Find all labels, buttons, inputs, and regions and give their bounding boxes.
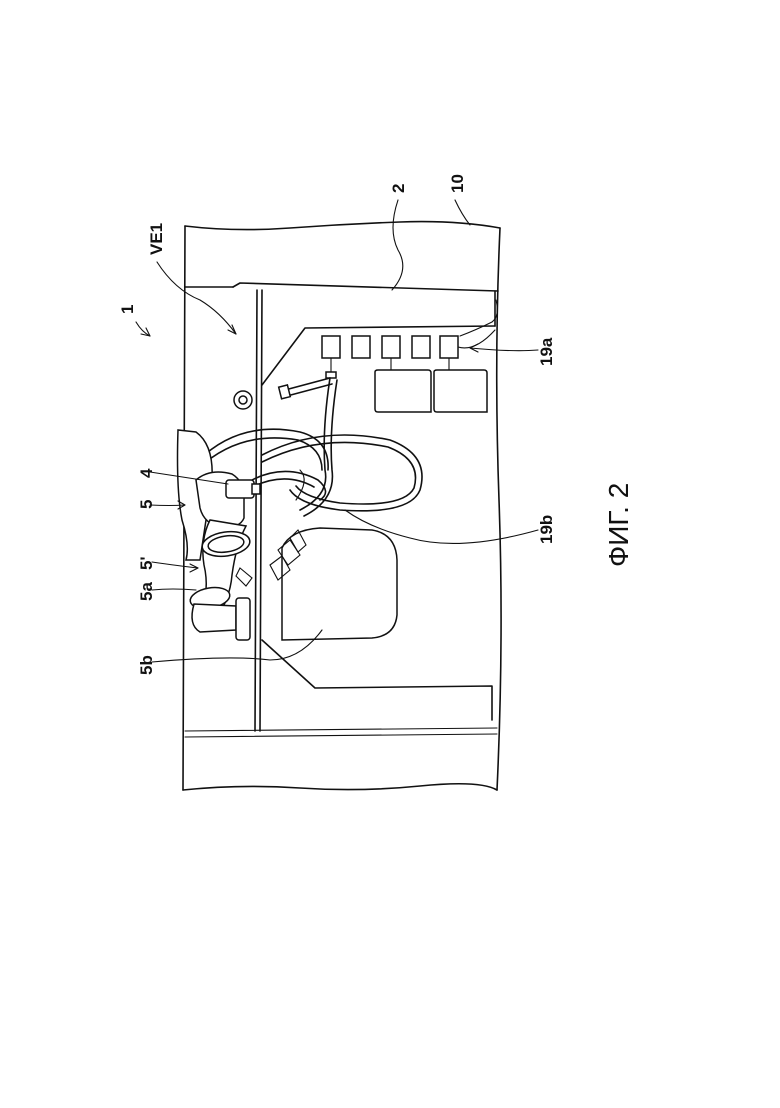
label-housing: 10 <box>448 174 467 193</box>
label-pump-pipe: 5' <box>137 557 156 571</box>
label-container: 5b <box>137 655 156 675</box>
label-valve-lower: 19b <box>537 515 556 544</box>
pump-assembly <box>178 391 261 640</box>
label-ve1: VE1 <box>147 223 166 255</box>
label-pump-conn: 4 <box>137 468 156 478</box>
label-valve-row: 19a <box>537 337 556 366</box>
label-assembly: 1 <box>118 305 137 314</box>
label-block: 2 <box>389 184 408 193</box>
label-elbow: 5a <box>137 582 156 601</box>
valve-row-19a <box>322 300 497 412</box>
label-pump: 5 <box>137 500 156 509</box>
figure-caption: ФИГ. 2 <box>603 483 634 567</box>
container-5b <box>270 528 397 640</box>
